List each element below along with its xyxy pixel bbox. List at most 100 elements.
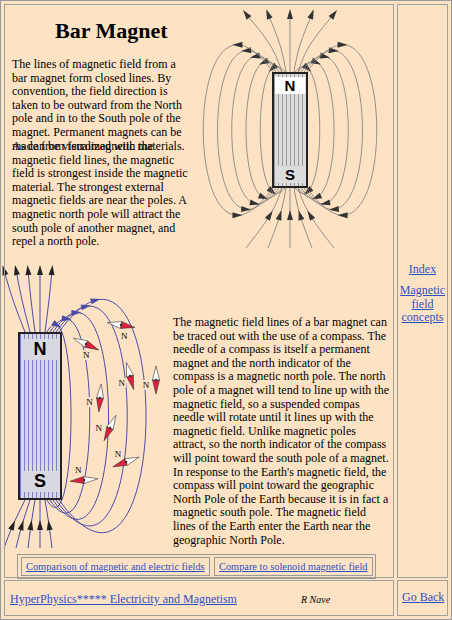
compass-needle-south — [153, 366, 160, 380]
link-text: Compare to solenoid magnetic field — [219, 560, 367, 573]
link-button: Compare to solenoid magnetic field — [214, 557, 373, 576]
field-arrow — [307, 9, 313, 19]
compass-needle-north — [120, 322, 134, 329]
compass-pivot — [85, 343, 87, 345]
compass-pivot — [83, 479, 85, 481]
field-arrow — [47, 520, 53, 530]
link-text: Go Back — [402, 590, 444, 604]
field-arrow — [276, 210, 282, 220]
field-line — [203, 45, 273, 215]
field-arrow — [232, 212, 242, 218]
field-arrow — [26, 265, 32, 275]
field-line — [294, 14, 312, 72]
field-arrow — [329, 47, 339, 53]
field-arrow — [37, 520, 43, 530]
field-line — [16, 270, 30, 332]
compass-pivot — [155, 379, 157, 381]
field-arrow — [329, 206, 339, 212]
field-line — [28, 270, 35, 332]
content-panel: The lines of magnetic field from a bar m… — [4, 4, 394, 578]
field-line — [218, 51, 277, 210]
compass-north-label: N — [120, 331, 129, 341]
field-arrow — [232, 42, 242, 48]
field-line — [246, 14, 282, 72]
field-line — [16, 500, 30, 548]
compass-needle-south — [107, 415, 116, 429]
field-arrow — [37, 265, 43, 275]
compass-north-label: N — [142, 380, 151, 390]
page-title: Bar Magnet — [55, 18, 168, 44]
button-frame — [18, 555, 376, 579]
field-arrow — [329, 10, 337, 20]
field-arrow — [249, 199, 259, 205]
field-line — [268, 188, 286, 248]
compass-needle-south — [73, 338, 87, 347]
paragraph: The lines of magnetic field from a bar m… — [12, 58, 194, 153]
field-line — [307, 45, 377, 215]
field-arrow — [265, 211, 273, 221]
field-arrow — [320, 199, 330, 205]
compass-pivot — [125, 461, 127, 463]
field-arrow — [8, 520, 15, 530]
field-arrow — [338, 42, 348, 48]
lower-field-lines — [3, 265, 146, 548]
field-line — [298, 188, 334, 248]
field-arrow — [338, 212, 348, 218]
bar-magnet: NS — [272, 72, 308, 188]
pole-label: S — [275, 166, 305, 183]
field-arrow — [287, 210, 293, 220]
field-line — [304, 51, 363, 210]
field-arrow — [241, 47, 251, 53]
compass-north-label: N — [117, 378, 126, 388]
pole-label: N — [23, 339, 57, 360]
compasses — [70, 322, 159, 484]
compass-north-label: N — [95, 423, 104, 433]
field-line — [246, 188, 282, 248]
link-text: Comparison of magnetic and electric fiel… — [26, 560, 205, 573]
field-arrow — [27, 520, 33, 530]
field-line — [298, 14, 334, 72]
compass-pivot — [129, 375, 131, 377]
field-arrow — [90, 299, 100, 305]
compass-pivot — [99, 397, 101, 399]
compass-needle-north — [127, 375, 134, 389]
compass-needle-south — [125, 457, 139, 465]
field-line — [45, 270, 52, 332]
sidebar-panel: IndexMagnetic field concepts — [397, 4, 448, 578]
field-arrow — [266, 9, 272, 19]
compass-north-label: N — [85, 397, 94, 407]
paragraph: As can be visualized with the magnetic f… — [12, 140, 194, 249]
field-arrow — [307, 211, 315, 221]
compass-needle-north — [97, 398, 104, 412]
bar-magnet: NS — [18, 332, 62, 500]
author-credit: R Nave — [301, 594, 330, 606]
pole-label: S — [23, 471, 57, 492]
compass-needle-south — [84, 477, 98, 484]
field-line — [268, 14, 286, 72]
top-field-lines — [203, 9, 377, 248]
link-text: HyperPhysics***** Electricity and Magnet… — [10, 592, 237, 606]
field-arrow — [287, 9, 293, 19]
compass-needle-south — [126, 362, 133, 376]
compass-needle-north — [70, 477, 84, 484]
footer-panel: HyperPhysics***** Electricity and Magnet… — [4, 580, 394, 616]
compass-pivot — [109, 427, 111, 429]
field-line — [301, 56, 348, 203]
field-line — [59, 299, 146, 532]
link-text: Magnetic field concepts — [398, 284, 447, 325]
compass-needle-south — [107, 322, 121, 329]
field-arrow — [241, 206, 251, 212]
compass-needle-north — [153, 380, 160, 394]
field-arrow — [49, 265, 55, 275]
field-arrow — [14, 265, 20, 275]
field-arrow — [243, 10, 251, 20]
field-arrow — [18, 520, 24, 530]
field-line — [28, 500, 35, 548]
paragraph: The magnetic field lines of a bar magnet… — [173, 316, 391, 547]
field-line — [45, 500, 52, 548]
field-arrow — [299, 210, 305, 220]
pole-label: N — [275, 77, 305, 94]
compass-north-label: N — [74, 465, 83, 475]
compass-needle-south — [97, 384, 104, 398]
